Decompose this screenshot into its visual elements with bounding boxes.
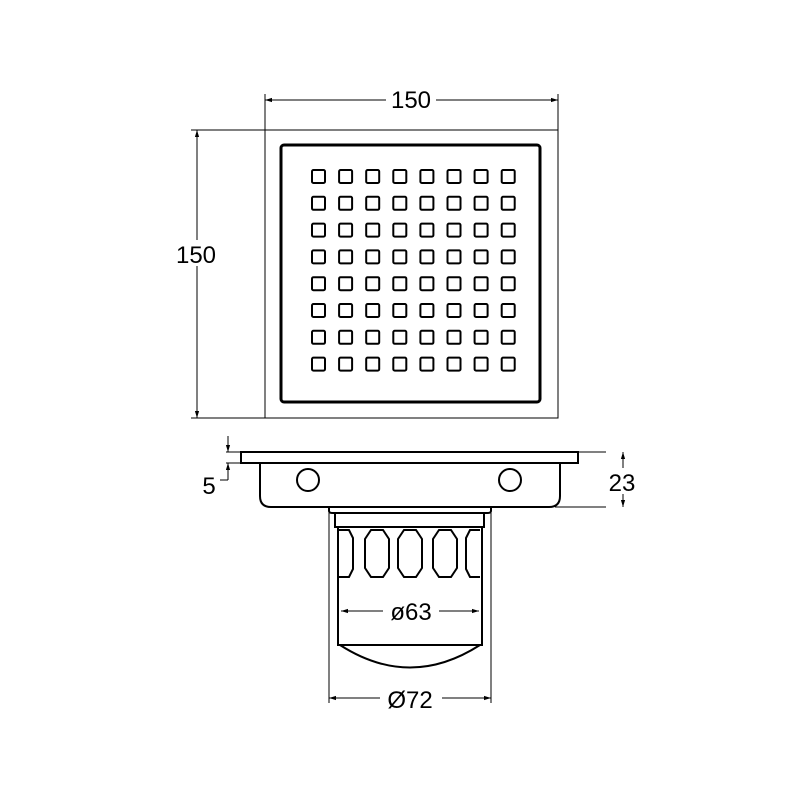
grate-hole xyxy=(473,195,489,211)
grate-hole xyxy=(392,276,408,292)
inner-diameter-label: ø63 xyxy=(390,599,431,626)
grate-hole xyxy=(446,169,462,184)
grate-hole xyxy=(419,276,435,292)
grate-hole xyxy=(500,276,516,292)
grate-hole xyxy=(392,329,408,345)
grate-hole xyxy=(419,195,435,211)
height-dimension: 150 xyxy=(172,129,265,419)
grate-hole xyxy=(311,276,326,292)
grate-hole xyxy=(392,222,408,238)
trap-bottom xyxy=(339,644,481,669)
trap-slot xyxy=(432,529,458,578)
trap-slot xyxy=(465,529,480,578)
grate-hole xyxy=(446,303,462,318)
grate-hole xyxy=(446,356,462,372)
grate-hole xyxy=(338,249,354,265)
grate-hole xyxy=(500,195,516,211)
grate-hole xyxy=(311,303,326,318)
grate-hole xyxy=(419,329,435,345)
grate-hole xyxy=(419,356,435,372)
height-dim-label: 150 xyxy=(176,242,216,269)
grate-hole xyxy=(311,329,326,345)
grate-hole xyxy=(365,276,381,292)
grate-hole xyxy=(473,356,489,372)
grate-hole xyxy=(365,169,381,184)
width-dimension: 150 xyxy=(264,86,559,130)
grate-hole xyxy=(419,249,435,265)
grate-hole xyxy=(365,222,381,238)
grate-hole xyxy=(338,303,354,318)
grate-hole xyxy=(473,276,489,292)
trap-slot xyxy=(397,529,423,578)
trap-slots xyxy=(339,529,480,578)
grate-plate xyxy=(279,143,542,404)
neck-ring xyxy=(334,512,485,528)
grate-hole xyxy=(473,303,489,318)
grate-hole xyxy=(311,169,326,184)
grate-hole xyxy=(338,356,354,372)
grate-hole xyxy=(500,222,516,238)
grate-hole xyxy=(500,329,516,345)
grate-hole xyxy=(446,222,462,238)
grate-hole xyxy=(446,329,462,345)
grate-hole xyxy=(500,303,516,318)
flange-thickness-label: 5 xyxy=(202,473,215,500)
grate-hole xyxy=(365,303,381,318)
grate-hole xyxy=(419,169,435,184)
flange xyxy=(240,451,579,464)
grate-hole xyxy=(446,276,462,292)
grate-hole xyxy=(311,222,326,238)
outer-frame xyxy=(264,129,559,419)
grate-hole xyxy=(500,249,516,265)
trap-slot xyxy=(364,529,390,578)
grate-holes xyxy=(311,169,516,372)
grate-hole xyxy=(473,329,489,345)
grate-hole xyxy=(473,222,489,238)
grate-hole xyxy=(338,329,354,345)
grate-hole xyxy=(446,249,462,265)
outer-diameter-label: Ø72 xyxy=(387,687,432,714)
grate-hole xyxy=(365,329,381,345)
grate-hole xyxy=(338,222,354,238)
mounting-hole-right xyxy=(498,468,522,492)
grate-hole xyxy=(365,356,381,372)
grate-hole xyxy=(392,195,408,211)
grate-hole xyxy=(473,169,489,184)
flange-thickness-dimension: 5 xyxy=(202,436,241,500)
body xyxy=(259,463,561,508)
trap-cylinder xyxy=(337,527,483,646)
grate-hole xyxy=(419,303,435,318)
inner-diameter-dimension: ø63 xyxy=(341,598,479,626)
grate-hole xyxy=(500,169,516,184)
grate-hole xyxy=(365,195,381,211)
side-view xyxy=(240,451,579,669)
grate-hole xyxy=(446,195,462,211)
grate-hole xyxy=(419,222,435,238)
trap-slot xyxy=(339,529,354,578)
grate-hole xyxy=(338,276,354,292)
grate-hole xyxy=(311,195,326,211)
grate-hole xyxy=(365,249,381,265)
top-view xyxy=(264,129,559,419)
mounting-hole-left xyxy=(296,468,320,492)
grate-hole xyxy=(338,169,354,184)
grate-hole xyxy=(392,169,408,184)
grate-hole xyxy=(473,249,489,265)
grate-hole xyxy=(500,356,516,372)
grate-hole xyxy=(311,356,326,372)
body-height-dimension: 23 xyxy=(555,451,644,508)
grate-hole xyxy=(311,249,326,265)
width-dim-label: 150 xyxy=(391,87,431,114)
grate-hole xyxy=(338,195,354,211)
body-height-label: 23 xyxy=(609,470,636,497)
grate-hole xyxy=(392,303,408,318)
grate-hole xyxy=(392,356,408,372)
outer-diameter-dimension: Ø72 xyxy=(328,513,492,714)
grate-hole xyxy=(392,249,408,265)
